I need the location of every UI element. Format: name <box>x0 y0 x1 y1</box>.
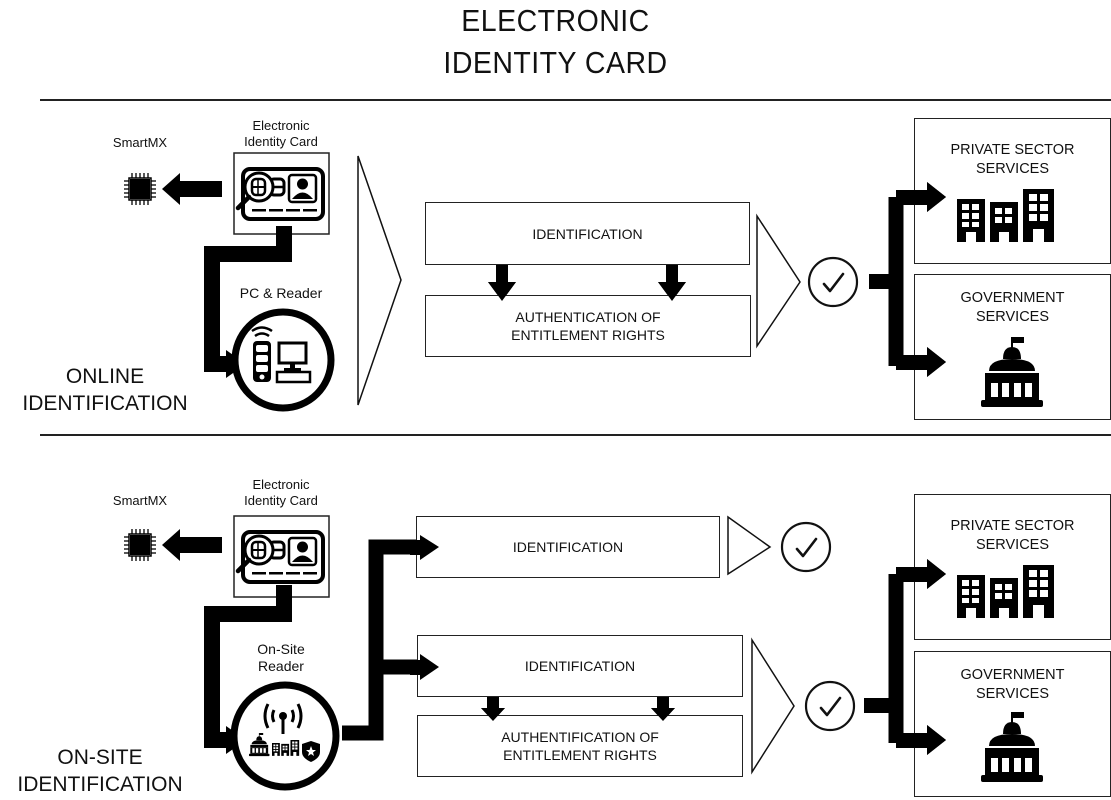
onsite-authentification-line2: ENTITLEMENT RIGHTS <box>503 747 657 763</box>
online-private-sector-label: PRIVATE SECTOR SERVICES <box>915 141 1110 179</box>
online-device-label: PC & Reader <box>239 285 323 301</box>
onsite-section-label-line2: IDENTIFICATION <box>17 773 183 796</box>
online-card-label: Electronic Identity Card <box>226 118 336 150</box>
check-icon <box>804 680 856 732</box>
divider-top <box>40 99 1111 101</box>
onsite-reader-icon <box>249 703 320 762</box>
online-card-label-line2: Identity Card <box>244 134 318 149</box>
online-authentication-box: AUTHENTICATION OF ENTITLEMENT RIGHTS <box>425 295 751 357</box>
onsite-card-label-line1: Electronic <box>252 477 310 492</box>
onsite-card-label: Electronic Identity Card <box>226 477 336 509</box>
onsite-private-line2: SERVICES <box>975 537 1050 553</box>
divider-middle <box>40 434 1111 436</box>
chip-icon <box>123 528 157 562</box>
online-government-box: GOVERNMENT SERVICES <box>914 274 1111 420</box>
onsite-identification-a-label: IDENTIFICATION <box>512 539 624 555</box>
online-private-line2: SERVICES <box>975 161 1050 177</box>
onsite-device-label-line1: On-Site <box>257 641 305 657</box>
online-government-line2: SERVICES <box>975 309 1050 325</box>
title-line-2: IDENTITY CARD <box>443 45 668 80</box>
online-authentication-line2: ENTITLEMENT RIGHTS <box>511 327 665 343</box>
online-section-label-line1: ONLINE <box>65 365 145 388</box>
onsite-section-label-line1: ON-SITE <box>57 746 143 769</box>
onsite-government-box: GOVERNMENT SERVICES <box>914 651 1111 797</box>
onsite-card-label-line2: Identity Card <box>244 493 318 508</box>
onsite-government-line2: SERVICES <box>975 686 1050 702</box>
onsite-identification-box-a: IDENTIFICATION <box>416 516 720 578</box>
government-building-icon <box>981 712 1043 782</box>
online-section-label-line2: IDENTIFICATION <box>22 392 188 415</box>
government-building-icon <box>981 337 1043 407</box>
onsite-device-label-line2: Reader <box>258 658 304 674</box>
onsite-private-sector-box: PRIVATE SECTOR SERVICES <box>914 494 1111 640</box>
online-identification-label: IDENTIFICATION <box>532 225 643 242</box>
online-private-sector-box: PRIVATE SECTOR SERVICES <box>914 118 1111 264</box>
online-government-line1: GOVERNMENT <box>960 290 1065 306</box>
onsite-authentification-line1: AUTHENTIFICATION OF <box>501 729 659 745</box>
office-buildings-icon <box>957 189 1054 242</box>
online-identification-box: IDENTIFICATION <box>425 202 750 265</box>
id-card-icon <box>234 153 329 234</box>
onsite-government-line1: GOVERNMENT <box>960 667 1065 683</box>
online-government-label: GOVERNMENT SERVICES <box>915 289 1110 327</box>
onsite-chip-label: SmartMX <box>112 493 168 508</box>
id-card-icon <box>234 516 329 597</box>
onsite-device-label: On-Site Reader <box>226 641 336 675</box>
onsite-section-label: ON-SITE IDENTIFICATION <box>0 744 200 798</box>
online-section-label: ONLINE IDENTIFICATION <box>10 363 200 417</box>
page-title: ELECTRONIC IDENTITY CARD <box>0 0 1111 84</box>
onsite-authentification-box: AUTHENTIFICATION OF ENTITLEMENT RIGHTS <box>417 715 743 777</box>
office-buildings-icon <box>957 565 1054 618</box>
online-chip-label: SmartMX <box>112 135 168 150</box>
check-icon <box>780 521 832 573</box>
check-icon <box>807 256 859 308</box>
title-line-1: ELECTRONIC <box>461 3 650 38</box>
onsite-private-sector-label: PRIVATE SECTOR SERVICES <box>915 517 1110 555</box>
online-authentication-line1: AUTHENTICATION OF <box>515 309 661 325</box>
onsite-government-label: GOVERNMENT SERVICES <box>915 666 1110 704</box>
online-private-line1: PRIVATE SECTOR <box>950 142 1075 158</box>
chip-icon <box>123 172 157 206</box>
online-card-label-line1: Electronic <box>252 118 310 133</box>
onsite-identification-b-label: IDENTIFICATION <box>524 658 636 674</box>
onsite-identification-box-b: IDENTIFICATION <box>417 635 743 697</box>
onsite-private-line1: PRIVATE SECTOR <box>950 518 1075 534</box>
pc-reader-icon <box>251 326 312 384</box>
